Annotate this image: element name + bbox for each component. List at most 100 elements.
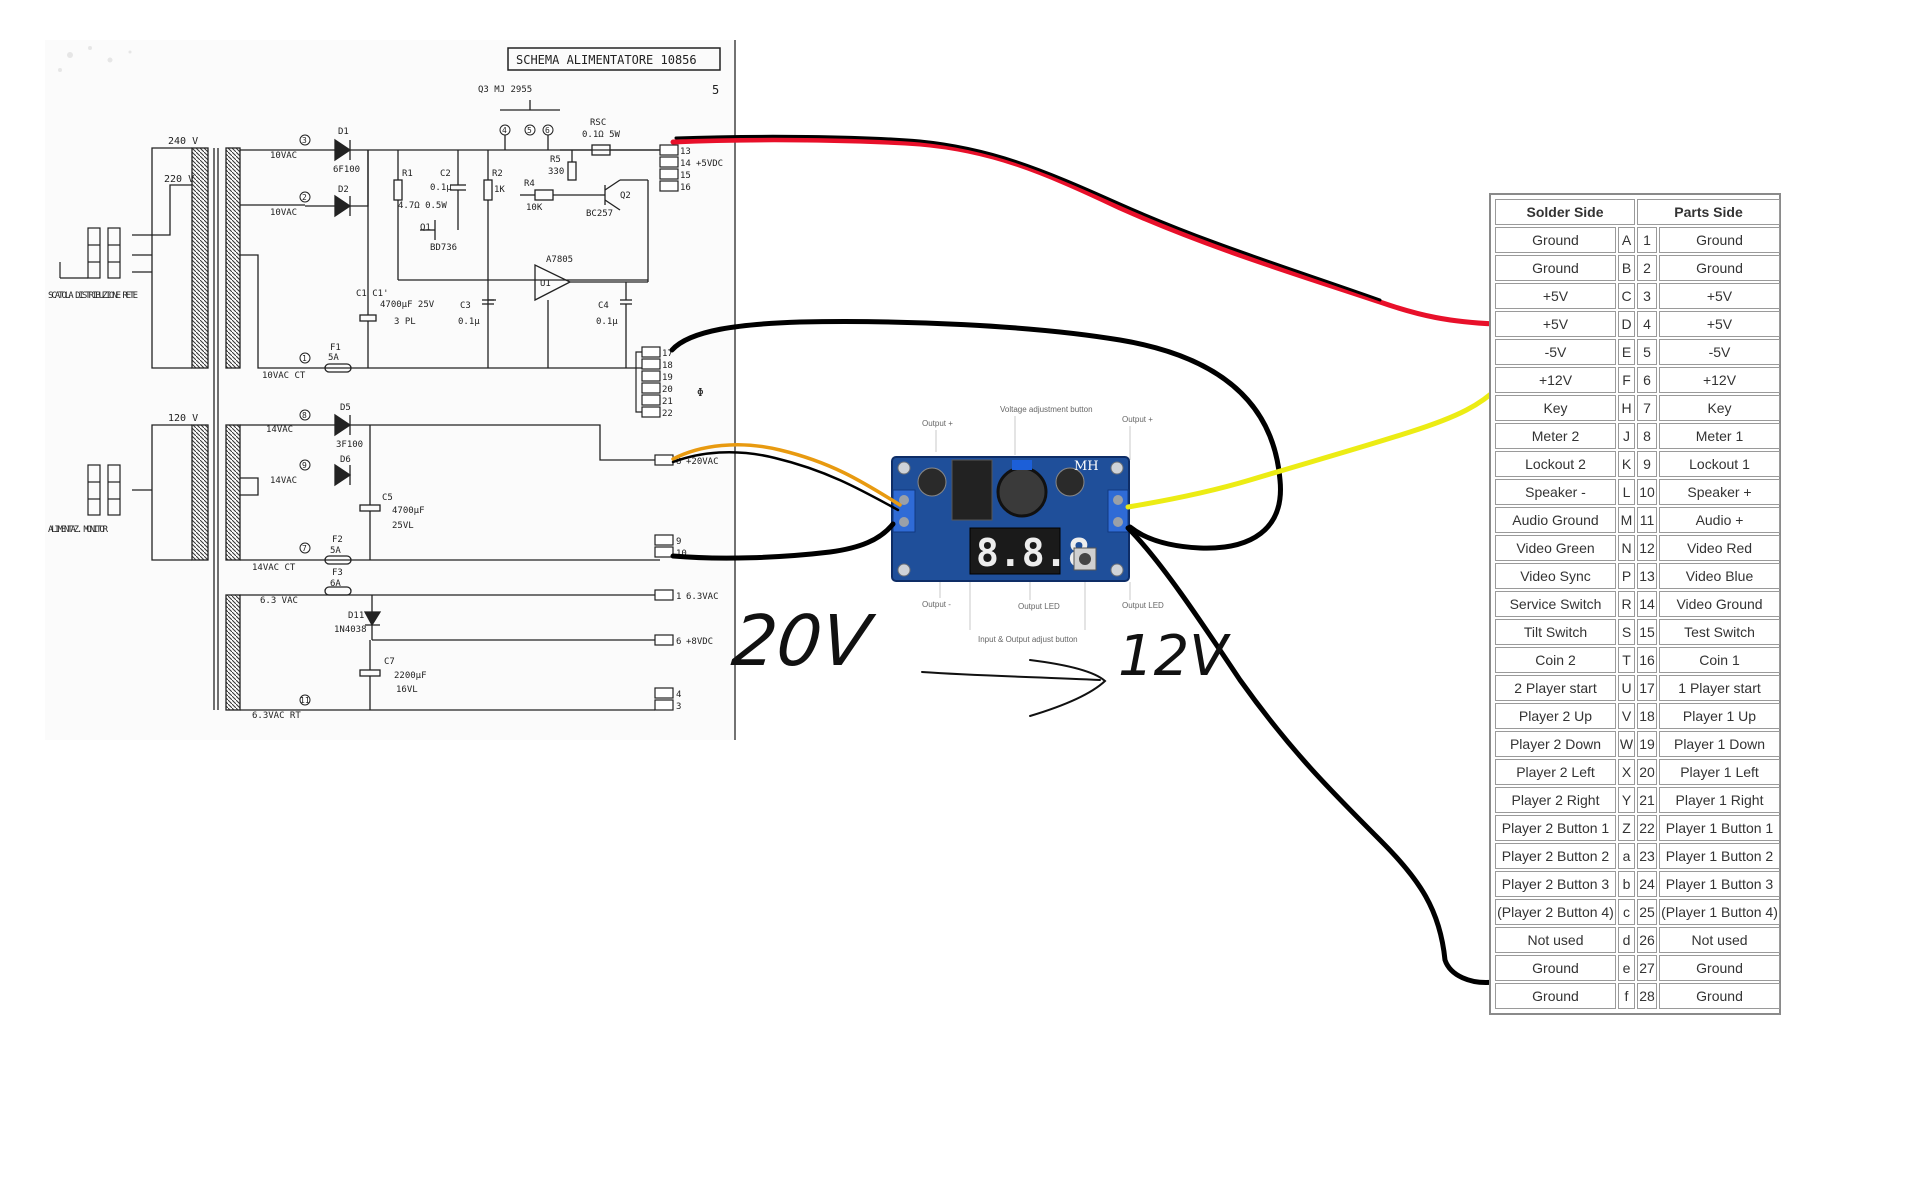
vac-14ct: 14VAC CT bbox=[252, 563, 296, 573]
capacitors bbox=[917, 467, 1085, 497]
button-cap bbox=[1079, 553, 1091, 565]
arrow-right-icon bbox=[921, 659, 1107, 717]
parts-number: 2 bbox=[1637, 255, 1657, 281]
node-7: 7 bbox=[302, 544, 307, 553]
wire-black-ground-jamma bbox=[1125, 525, 1498, 986]
parts-number: 14 bbox=[1637, 591, 1657, 617]
vac-10a: 10VAC bbox=[270, 151, 297, 161]
solder-letter: c bbox=[1618, 899, 1635, 925]
pin-21: 21 bbox=[662, 397, 673, 407]
solder-letter: J bbox=[1618, 423, 1635, 449]
parts-cell: Ground bbox=[1659, 227, 1781, 253]
parts-number: 26 bbox=[1637, 927, 1657, 953]
table-header-row: Solder Side Parts Side bbox=[1495, 199, 1781, 225]
mains-box-label: SCATOLA DISTRIBUZIONE RETE bbox=[48, 291, 138, 301]
node-8: 8 bbox=[302, 411, 307, 420]
parts-number: 28 bbox=[1637, 983, 1657, 1009]
connector-lower bbox=[654, 454, 674, 711]
r2-label: R2 bbox=[492, 169, 503, 179]
solder-letter: U bbox=[1618, 675, 1635, 701]
f3-label: F3 bbox=[332, 568, 343, 578]
parts-number: 24 bbox=[1637, 871, 1657, 897]
solder-cell: Audio Ground bbox=[1495, 507, 1616, 533]
parts-number: 11 bbox=[1637, 507, 1657, 533]
brand-label: MH bbox=[1074, 459, 1099, 474]
wire-yellow-12v bbox=[1125, 383, 1503, 510]
out-20vac: +20VAC bbox=[686, 457, 719, 467]
wires bbox=[669, 134, 1503, 986]
solder-cell: Player 2 Down bbox=[1495, 731, 1616, 757]
wire-black-ground-loop bbox=[669, 319, 1283, 551]
solder-cell: -5V bbox=[1495, 339, 1616, 365]
solder-cell: Ground bbox=[1495, 983, 1616, 1009]
vac-14b: 14VAC bbox=[270, 476, 297, 486]
solder-letter: W bbox=[1618, 731, 1635, 757]
handwritten-notes: 20V 12V bbox=[728, 600, 1231, 717]
solder-letter: a bbox=[1618, 843, 1635, 869]
parts-number: 9 bbox=[1637, 451, 1657, 477]
connector-5v bbox=[659, 144, 679, 192]
c3-label: C3 bbox=[460, 301, 471, 311]
node-6: 6 bbox=[545, 126, 550, 135]
input-voltage-note: 20V bbox=[728, 600, 879, 682]
callout-output-minus: Output - bbox=[922, 600, 951, 609]
monitor-box-label: ALIMENTAZ. MONITOR bbox=[48, 525, 109, 535]
mounting-holes bbox=[897, 461, 1124, 577]
solder-letter: F bbox=[1618, 367, 1635, 393]
node-3: 3 bbox=[302, 136, 307, 145]
pin-16: 16 bbox=[680, 183, 691, 193]
callout-output-plus-right: Output + bbox=[1122, 415, 1153, 424]
f2-label: F2 bbox=[332, 535, 343, 545]
parts-cell: Key bbox=[1659, 395, 1781, 421]
parts-number: 7 bbox=[1637, 395, 1657, 421]
parts-number: 19 bbox=[1637, 731, 1657, 757]
header-solder-side: Solder Side bbox=[1495, 199, 1635, 225]
f1-label: F1 bbox=[330, 343, 341, 353]
display-digits: 8.8.8 bbox=[976, 531, 1090, 575]
d2-label: D2 bbox=[338, 185, 349, 195]
parts-cell: Player 1 Up bbox=[1659, 703, 1781, 729]
node-numbers: 3 2 1 5 6 4 8 9 7 11 bbox=[300, 126, 550, 705]
parts-number: 18 bbox=[1637, 703, 1657, 729]
parts-cell: Video Red bbox=[1659, 535, 1781, 561]
r2-value: 1K bbox=[494, 185, 505, 195]
node-2: 2 bbox=[302, 193, 307, 202]
d5-value: 3F100 bbox=[336, 440, 363, 450]
rsc-label: RSC bbox=[590, 118, 606, 128]
label-240v: 240 V bbox=[168, 136, 198, 147]
c2-value: 0.1μ bbox=[430, 183, 452, 193]
parts-cell: +5V bbox=[1659, 283, 1781, 309]
parts-cell: Not used bbox=[1659, 927, 1781, 953]
connector-ground bbox=[635, 346, 661, 418]
parts-number: 5 bbox=[1637, 339, 1657, 365]
solder-cell: (Player 2 Button 4) bbox=[1495, 899, 1616, 925]
solder-cell: Player 2 Button 3 bbox=[1495, 871, 1616, 897]
pin-20: 20 bbox=[662, 385, 673, 395]
pin-13: 13 bbox=[680, 147, 691, 157]
label-120v: 120 V bbox=[168, 413, 198, 424]
c2-label: C2 bbox=[440, 169, 451, 179]
solder-letter: f bbox=[1618, 983, 1635, 1009]
parts-number: 25 bbox=[1637, 899, 1657, 925]
q3-label: Q3 MJ 2955 bbox=[478, 85, 532, 95]
c5-value: 4700μF bbox=[392, 506, 425, 516]
buck-converter-module: Output + Voltage adjustment button Outpu… bbox=[891, 405, 1164, 644]
parts-cell: Player 1 Button 1 bbox=[1659, 815, 1781, 841]
r5-value: 330 bbox=[548, 167, 564, 177]
solder-letter: R bbox=[1618, 591, 1635, 617]
parts-number: 13 bbox=[1637, 563, 1657, 589]
c3-value: 0.1μ bbox=[458, 317, 480, 327]
d1-value: 6F100 bbox=[333, 165, 360, 175]
